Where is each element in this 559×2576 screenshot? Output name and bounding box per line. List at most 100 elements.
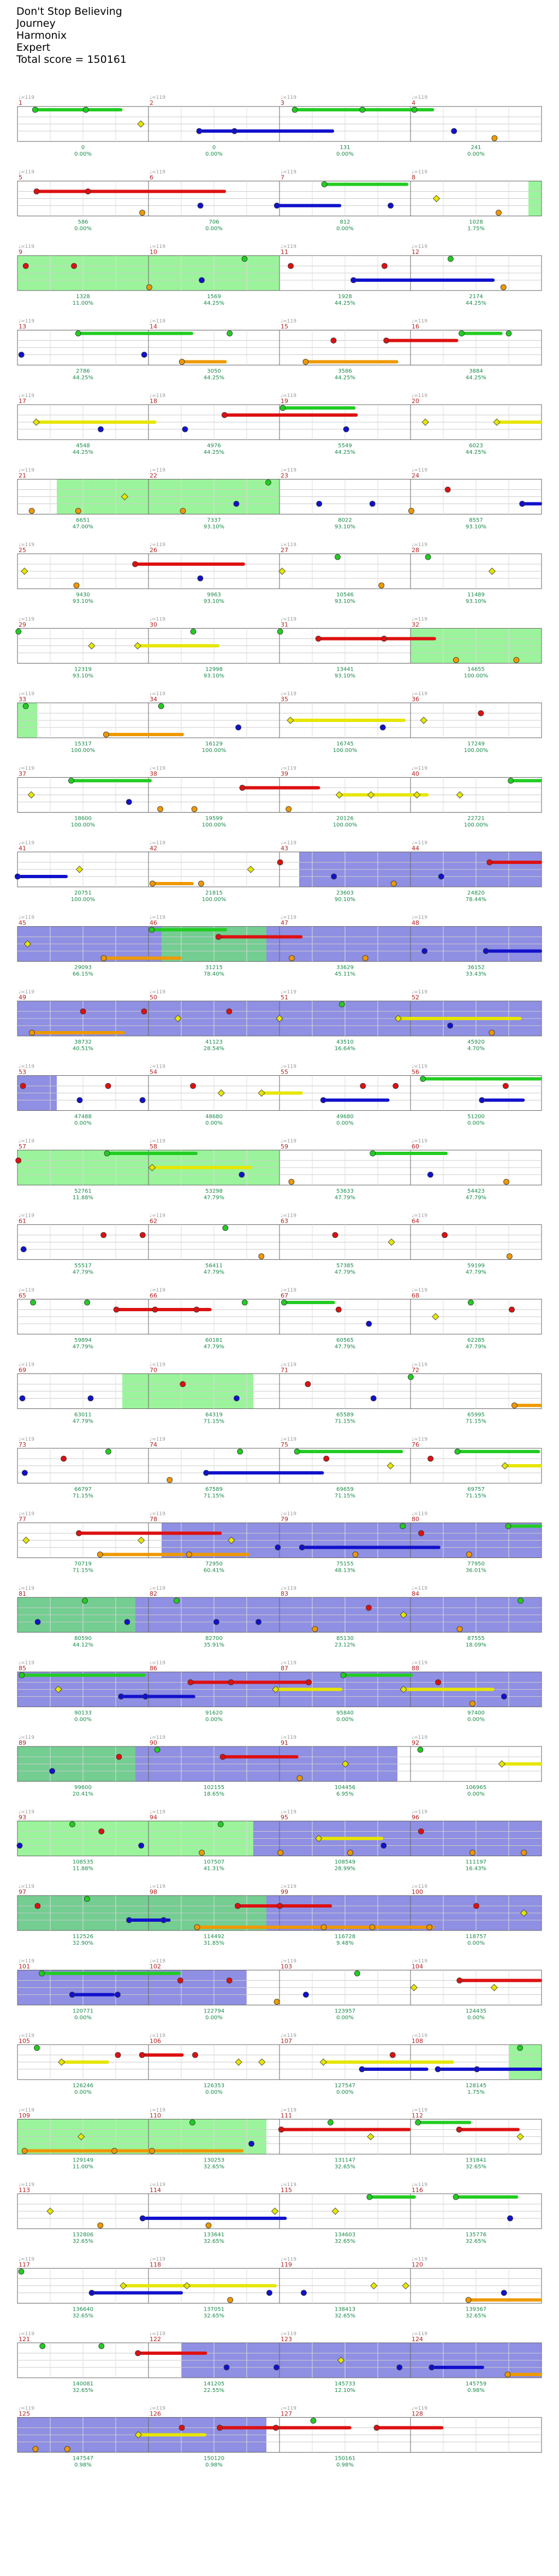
note-gem <box>435 1679 441 1685</box>
note-gem <box>139 1232 146 1238</box>
measure-multiplier: 0.00% <box>467 1791 485 1797</box>
bpm-label: ♩=119 <box>19 2406 34 2412</box>
note-gem <box>367 2133 374 2141</box>
note-gem <box>427 1455 434 1462</box>
bpm-label: ♩=119 <box>150 319 165 324</box>
bpm-label: ♩=119 <box>150 1512 165 1517</box>
note-gem <box>467 1299 474 1306</box>
measure-number: 77 <box>19 1516 26 1523</box>
measure-multiplier: 47.79% <box>335 1195 355 1201</box>
note-gem <box>294 1448 300 1455</box>
bpm-label: ♩=119 <box>281 840 296 846</box>
note-gem <box>179 2425 185 2431</box>
bpm-label: ♩=119 <box>19 1139 34 1144</box>
measure-score: 95840 <box>336 1710 354 1716</box>
measure-number: 101 <box>19 1963 30 1970</box>
note-gem <box>34 2045 40 2051</box>
bpm-label: ♩=119 <box>150 990 165 995</box>
measure-multiplier: 0.00% <box>205 151 223 157</box>
measure-multiplier: 0.00% <box>205 2015 223 2021</box>
note-gem <box>486 859 493 866</box>
note-gem <box>223 2364 230 2371</box>
note-gem <box>390 880 397 887</box>
measure-multiplier: 71.15% <box>73 1568 93 1574</box>
measure-score: 69659 <box>336 1487 354 1493</box>
measure-number: 127 <box>281 2411 292 2418</box>
measure-score: 29093 <box>74 965 92 971</box>
note-gem <box>226 1008 233 1015</box>
bpm-label: ♩=119 <box>150 244 165 250</box>
measure-multiplier: 0.00% <box>467 2015 485 2021</box>
measure-number: 108 <box>412 2038 423 2045</box>
note-gem <box>319 2058 327 2066</box>
measure-multiplier: 93.10% <box>204 524 224 530</box>
measure-score: 62285 <box>467 1337 485 1343</box>
note-gem <box>16 1843 23 1849</box>
note-gem <box>149 2148 155 2154</box>
measure-number: 102 <box>150 1963 161 1970</box>
measure-multiplier: 47.79% <box>73 1270 93 1276</box>
note-gem <box>503 1179 509 1185</box>
note-gem <box>370 2282 378 2290</box>
measure-number: 96 <box>412 1814 419 1821</box>
bpm-label: ♩=119 <box>150 468 165 473</box>
measure-multiplier: 1.75% <box>467 2089 485 2095</box>
bpm-label: ♩=119 <box>412 2182 427 2188</box>
bpm-label: ♩=119 <box>412 1363 427 1368</box>
bpm-label: ♩=119 <box>281 2108 296 2113</box>
measure-multiplier: 0.00% <box>336 2015 354 2021</box>
bpm-label: ♩=119 <box>150 915 165 921</box>
measure-number: 95 <box>281 1814 288 1821</box>
measure-number: 21 <box>19 472 26 479</box>
measure-number: 121 <box>19 2336 30 2343</box>
note-gem <box>15 1157 22 1164</box>
measure-multiplier: 93.10% <box>335 524 355 530</box>
measure-score: 16129 <box>205 741 223 747</box>
measure-number: 31 <box>281 621 288 629</box>
measure-number: 83 <box>281 1590 288 1597</box>
note-gem <box>190 629 197 635</box>
note-gem <box>22 1536 30 1544</box>
measure-number: 57 <box>19 1143 26 1150</box>
bpm-label: ♩=119 <box>281 2331 296 2337</box>
note-gem <box>32 418 40 426</box>
note-gem <box>407 1374 414 1380</box>
measure-multiplier: 47.79% <box>73 1344 93 1350</box>
note-gem <box>98 426 104 433</box>
measure-number: 76 <box>412 1441 419 1448</box>
measure-number: 104 <box>412 1963 423 1970</box>
bpm-label: ♩=119 <box>150 1959 165 1964</box>
note-gem <box>39 1970 45 1976</box>
measure-number: 118 <box>150 2261 161 2269</box>
measure-number: 92 <box>412 1739 419 1746</box>
measure-number: 40 <box>412 771 419 778</box>
bpm-label: ♩=119 <box>412 542 427 548</box>
note-gem <box>71 263 77 269</box>
measure-number: 73 <box>19 1441 26 1448</box>
measure-multiplier: 32.65% <box>335 2313 355 2319</box>
measure-multiplier: 44.25% <box>466 449 486 455</box>
bpm-label: ♩=119 <box>412 2033 427 2039</box>
note-gem <box>474 2066 480 2072</box>
note-gem <box>166 1477 173 1483</box>
note-gem <box>237 1448 243 1455</box>
measure-multiplier: 0.00% <box>74 2015 92 2021</box>
measure-score: 812 <box>340 220 350 226</box>
note-gem <box>32 2446 39 2452</box>
note-gem <box>520 1909 528 1917</box>
note-gem <box>332 1232 338 1238</box>
measure-multiplier: 44.25% <box>335 449 355 455</box>
measure-number: 78 <box>150 1516 157 1523</box>
measure-score: 12319 <box>74 667 92 673</box>
note-gem <box>521 1850 527 1856</box>
measure-number: 72 <box>412 1367 419 1374</box>
measure-number: 27 <box>281 547 288 554</box>
note-gem <box>22 703 29 709</box>
note-gem <box>226 1977 233 1983</box>
measure-score: 19599 <box>205 816 223 822</box>
measure-number: 91 <box>281 1739 288 1746</box>
measure-multiplier: 47.79% <box>204 1270 224 1276</box>
measure-multiplier: 0.00% <box>74 151 92 157</box>
measure-score: 53633 <box>336 1188 354 1194</box>
note-gem <box>305 1381 311 1387</box>
